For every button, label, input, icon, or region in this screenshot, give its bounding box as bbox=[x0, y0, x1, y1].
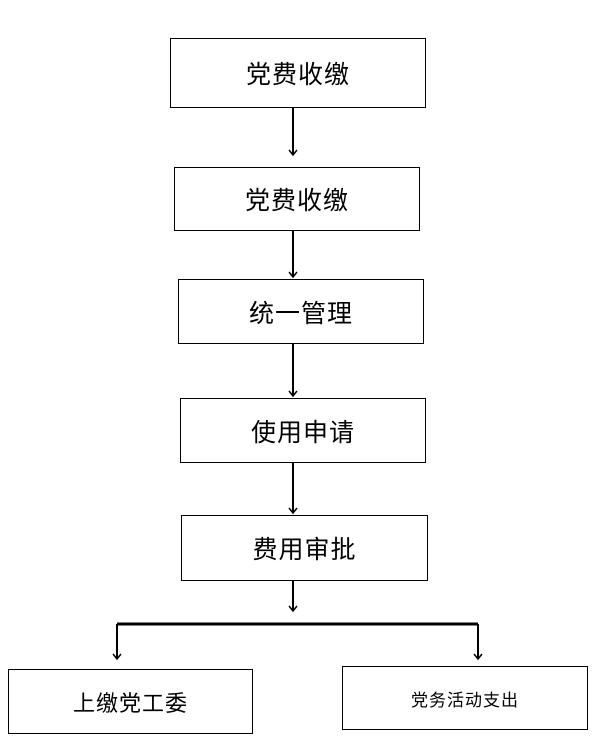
flow-node-step-1: 党费收缴 bbox=[170, 38, 426, 108]
flow-node-step-3: 统一管理 bbox=[178, 279, 424, 344]
flow-node-step-2: 党费收缴 bbox=[174, 167, 420, 231]
node-label: 使用申请 bbox=[250, 417, 355, 447]
node-label: 费用审批 bbox=[252, 535, 357, 564]
flow-node-step-4: 使用申请 bbox=[180, 398, 426, 463]
node-label: 党费收缴 bbox=[245, 60, 350, 89]
flow-node-step-5: 费用审批 bbox=[181, 515, 428, 581]
node-label: 统一管理 bbox=[248, 298, 353, 328]
flow-node-branch-right: 党务活动支出 bbox=[342, 666, 588, 730]
node-label: 上缴党工委 bbox=[72, 691, 188, 717]
node-label: 党费收缴 bbox=[244, 186, 349, 215]
node-label: 党务活动支出 bbox=[411, 690, 519, 711]
flow-node-branch-left: 上缴党工委 bbox=[8, 669, 253, 734]
